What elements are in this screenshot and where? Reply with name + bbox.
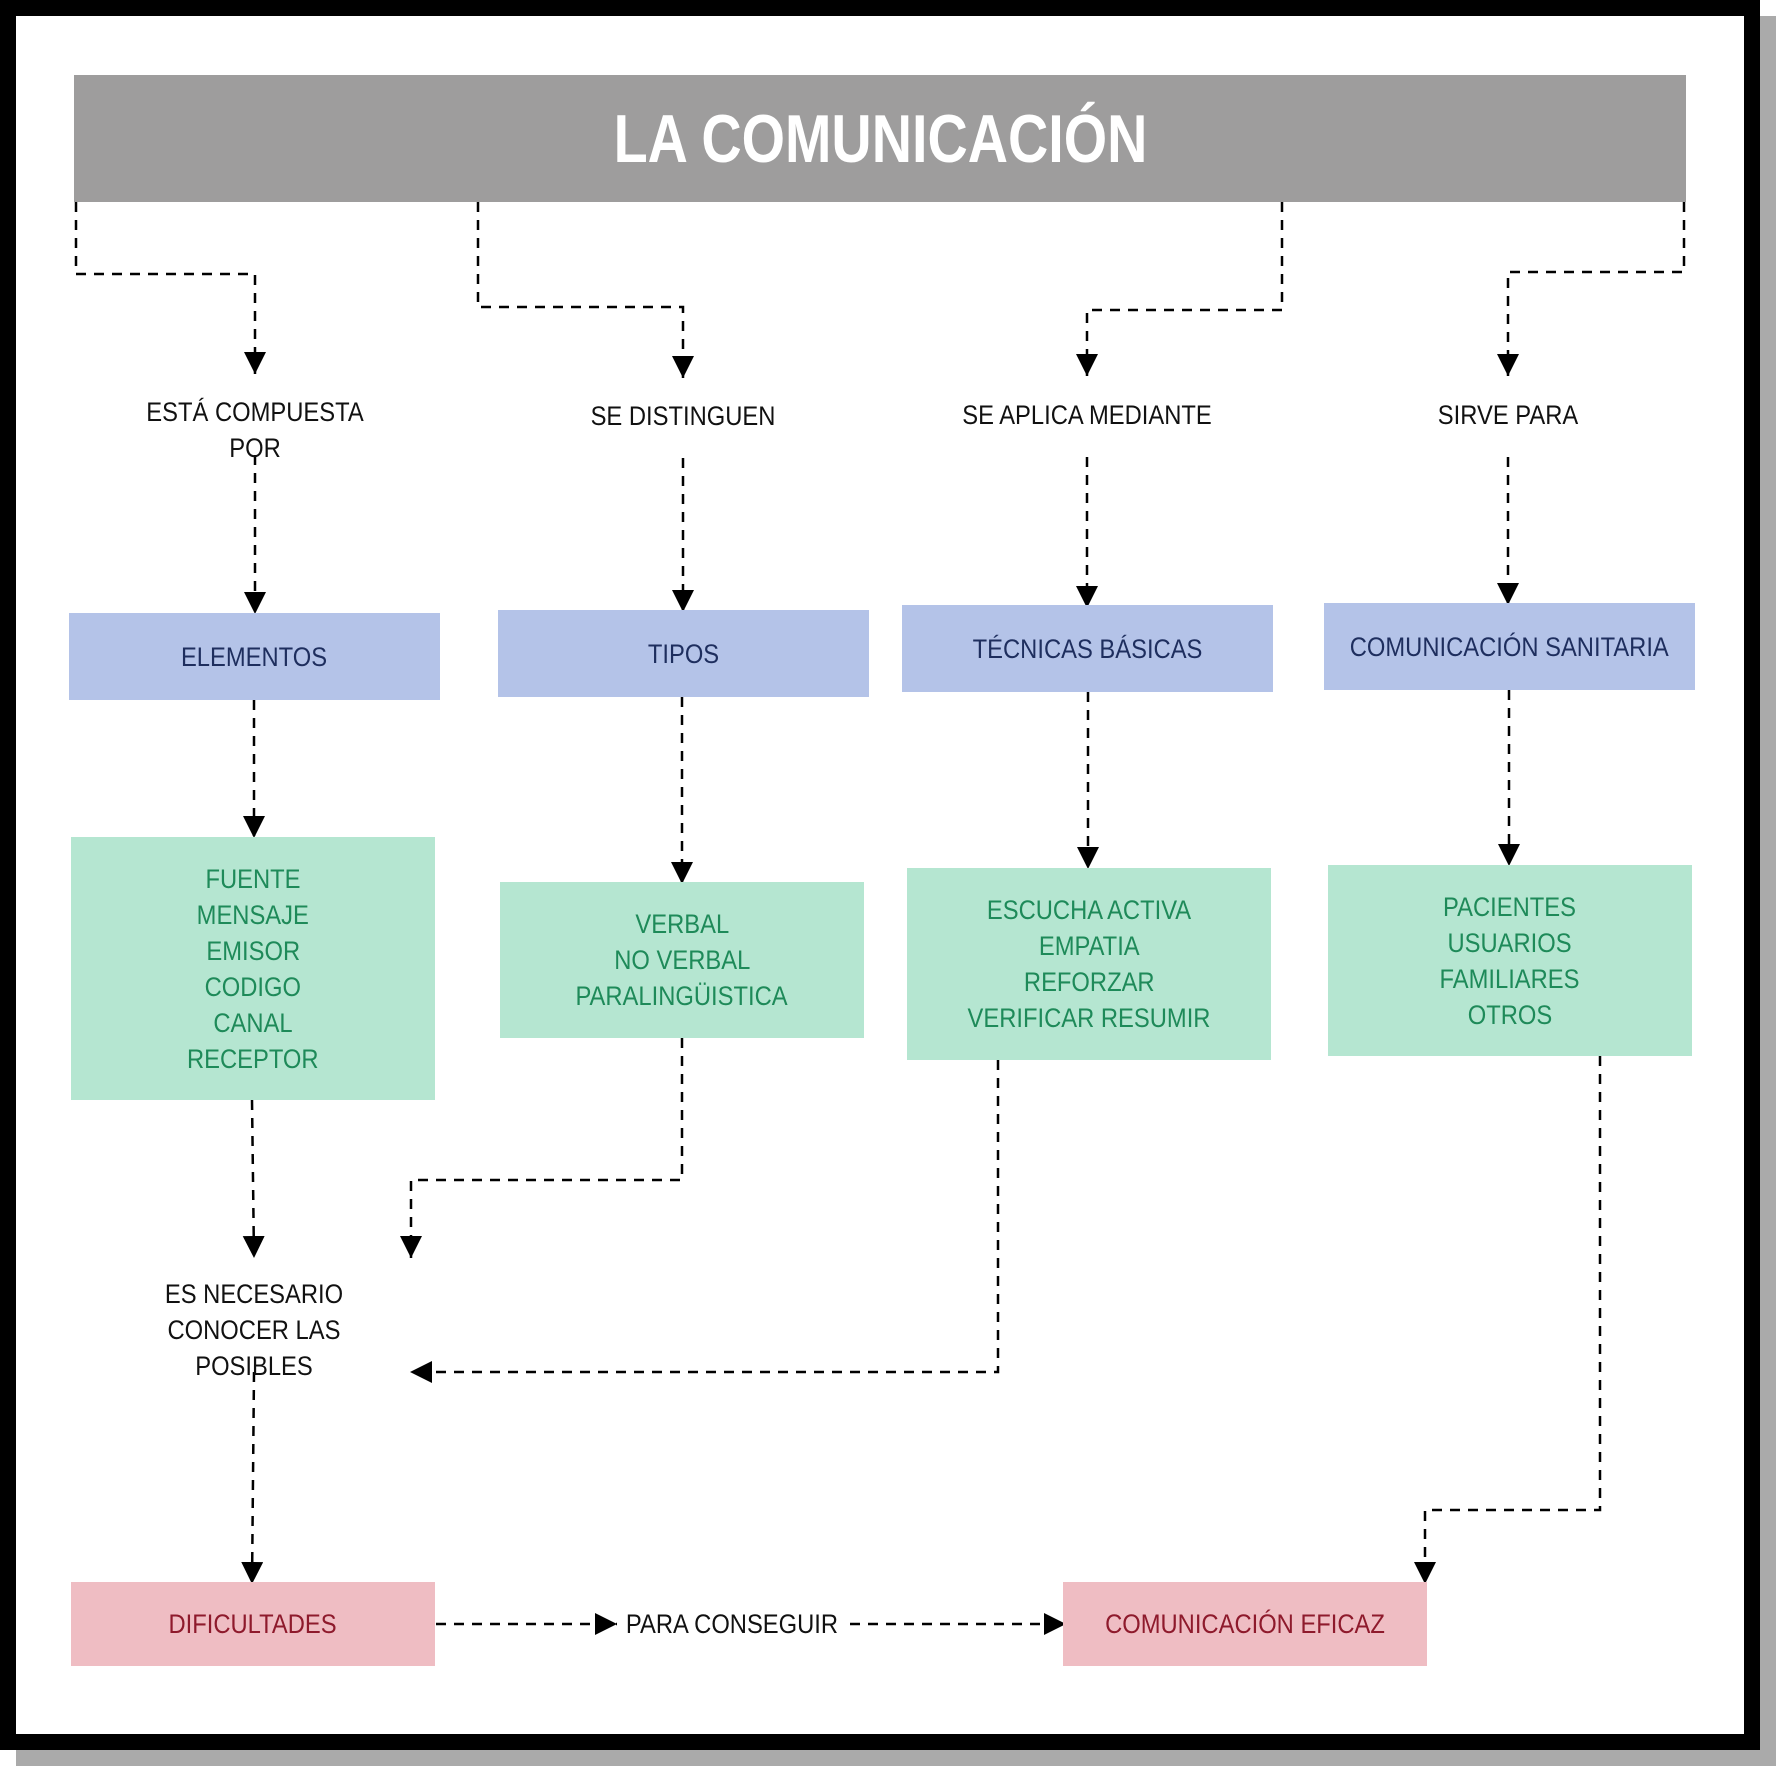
- detail-item: EMISOR: [206, 935, 300, 966]
- connector-label-compuesta: ESTÁ COMPUESTA POR: [146, 397, 364, 463]
- detail-item: OTROS: [1467, 999, 1553, 1030]
- line-sanitaria-eficaz: [1414, 1056, 1602, 1584]
- connector-label-aplica: SE APLICA MEDIANTE: [962, 400, 1212, 430]
- detail-box-sanitaria: PACIENTES USUARIOS FAMILIARES OTROS: [1328, 865, 1692, 1056]
- para-conseguir-label: PARA CONSEGUIR: [625, 1609, 839, 1639]
- connector-label-sirve: SIRVE PARA: [1437, 400, 1579, 430]
- connector-label-distinguen: SE DISTINGUEN: [590, 401, 776, 431]
- line-elementos-necesario: [242, 1099, 265, 1259]
- line-tipos-necesario: [400, 1038, 684, 1258]
- detail-item: NO VERBAL: [613, 945, 751, 975]
- category-box-sanitaria: COMUNICACIÓN SANITARIA: [1324, 603, 1695, 690]
- line-necesario-dificultades: [241, 1371, 264, 1585]
- category-box-elementos: ELEMENTOS: [69, 613, 440, 700]
- line-title-elementos: [74, 202, 266, 374]
- detail-item: PARALINGÜISTICA: [575, 981, 789, 1011]
- line-title-sanitaria: [1497, 202, 1686, 376]
- title-bar: LA COMUNICACIÓN: [74, 75, 1686, 202]
- outcome-box-dificultades: DIFICULTADES: [71, 1582, 435, 1666]
- line-title-tecnicas: [1076, 202, 1284, 376]
- necesario-label: ES NECESARIO CONOCER LAS POSIBLES: [164, 1279, 344, 1381]
- category-box-tecnicas: TÉCNICAS BÁSICAS: [902, 605, 1273, 692]
- detail-item: FUENTE: [205, 863, 301, 894]
- category-box-tipos: TIPOS: [498, 610, 869, 697]
- detail-item: CODIGO: [204, 971, 302, 1002]
- detail-item: ESCUCHA ACTIVA: [986, 895, 1192, 925]
- detail-item: USUARIOS: [1447, 927, 1573, 958]
- detail-item: VERIFICAR RESUMIR: [967, 1003, 1211, 1033]
- detail-item: REFORZAR: [1023, 967, 1155, 997]
- page-title: LA COMUNICACIÓN: [613, 100, 1147, 177]
- detail-box-tipos: VERBAL NO VERBAL PARALINGÜISTICA: [500, 882, 864, 1038]
- detail-box-tecnicas: ESCUCHA ACTIVA EMPATIA REFORZAR VERIFICA…: [907, 868, 1271, 1060]
- detail-item: CANAL: [213, 1007, 293, 1038]
- detail-item: RECEPTOR: [187, 1043, 319, 1074]
- line-title-tipos: [476, 202, 694, 378]
- detail-item: PACIENTES: [1443, 891, 1577, 922]
- detail-item: VERBAL: [635, 909, 729, 939]
- detail-box-elementos: FUENTE MENSAJE EMISOR CODIGO CANAL RECEP…: [71, 837, 435, 1100]
- line-tecnicas-necesario: [410, 1060, 1000, 1383]
- detail-item: FAMILIARES: [1440, 963, 1580, 994]
- detail-item: EMPATIA: [1038, 931, 1140, 961]
- detail-item: MENSAJE: [196, 899, 310, 930]
- outcome-box-eficaz: COMUNICACIÓN EFICAZ: [1063, 1582, 1427, 1666]
